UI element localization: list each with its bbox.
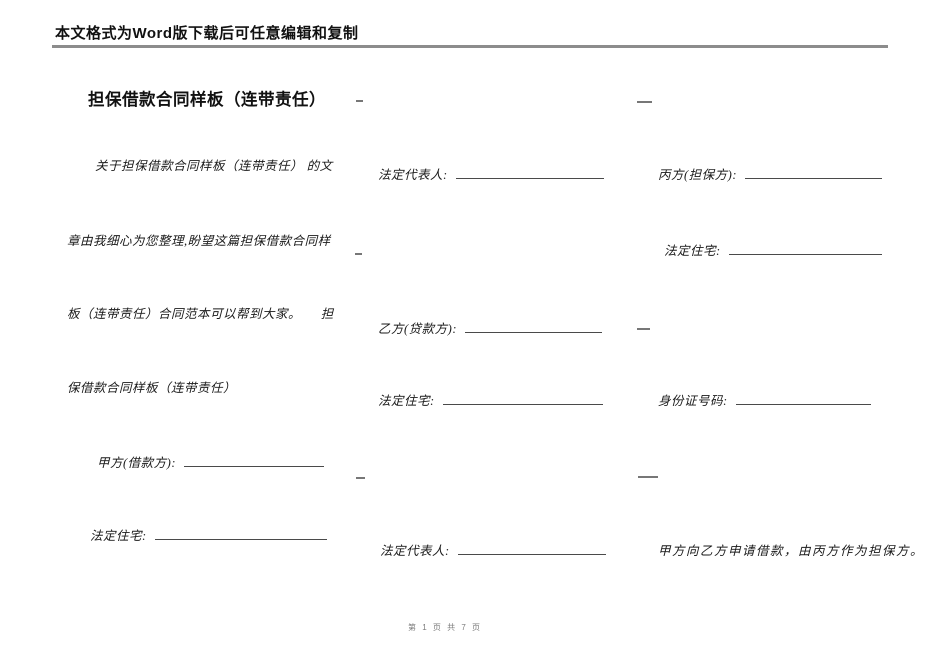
field-party-c: 丙方(担保方): xyxy=(658,164,882,184)
dash-mark xyxy=(356,100,363,102)
field-label: 法定住宅: xyxy=(90,529,147,543)
page-title: 担保借款合同样板（连带责任） xyxy=(88,91,326,109)
blank-fill-line[interactable] xyxy=(465,319,602,333)
field-label: 法定代表人: xyxy=(378,168,448,182)
header-notice: 本文格式为Word版下载后可任意编辑和复制 xyxy=(55,25,359,42)
field-label: 甲方(借款方): xyxy=(97,456,176,470)
field-label: 法定住宅: xyxy=(664,244,721,258)
blank-fill-line[interactable] xyxy=(745,165,882,179)
blank-fill-line[interactable] xyxy=(455,165,604,179)
blank-fill-line[interactable] xyxy=(728,241,882,255)
dash-mark xyxy=(637,328,650,330)
dash-mark xyxy=(356,477,365,479)
field-party-a: 甲方(借款方): xyxy=(97,452,324,472)
dash-mark xyxy=(638,476,658,478)
field-label: 法定住宅: xyxy=(378,394,435,408)
field-party-b: 乙方(贷款方): xyxy=(378,318,602,338)
field-id-number: 身份证号码: xyxy=(658,390,871,410)
blank-fill-line[interactable] xyxy=(154,526,327,540)
paragraph-line: 板（连带责任）合同范本可以帮到大家。 担 xyxy=(67,307,334,321)
footer-page-indicator: 第 1 页 共 7 页 xyxy=(407,623,482,632)
field-legal-representative-2: 法定代表人: xyxy=(380,540,606,560)
dash-mark xyxy=(637,101,652,103)
field-legal-representative-1: 法定代表人: xyxy=(378,164,604,184)
blank-fill-line[interactable] xyxy=(442,391,603,405)
field-label: 乙方(贷款方): xyxy=(378,322,457,336)
field-legal-residence-c: 法定住宅: xyxy=(664,240,882,260)
blank-fill-line[interactable] xyxy=(735,391,871,405)
field-label: 身份证号码: xyxy=(658,394,728,408)
paragraph-line: 保借款合同样板（连带责任） xyxy=(67,381,237,395)
paragraph-line: 关于担保借款合同样板（连带责任） 的文 xyxy=(95,159,333,173)
header-rule xyxy=(52,45,888,48)
blank-fill-line[interactable] xyxy=(184,453,324,467)
field-label: 丙方(担保方): xyxy=(658,168,737,182)
paragraph-line: 章由我细心为您整理,盼望这篇担保借款合同样 xyxy=(67,234,331,248)
field-legal-residence-a: 法定住宅: xyxy=(90,525,327,545)
dash-mark xyxy=(355,253,362,255)
blank-fill-line[interactable] xyxy=(457,541,606,555)
closing-sentence: 甲方向乙方申请借款，由丙方作为担保方。 xyxy=(658,544,925,558)
field-legal-residence-b: 法定住宅: xyxy=(378,390,603,410)
field-label: 法定代表人: xyxy=(380,544,450,558)
